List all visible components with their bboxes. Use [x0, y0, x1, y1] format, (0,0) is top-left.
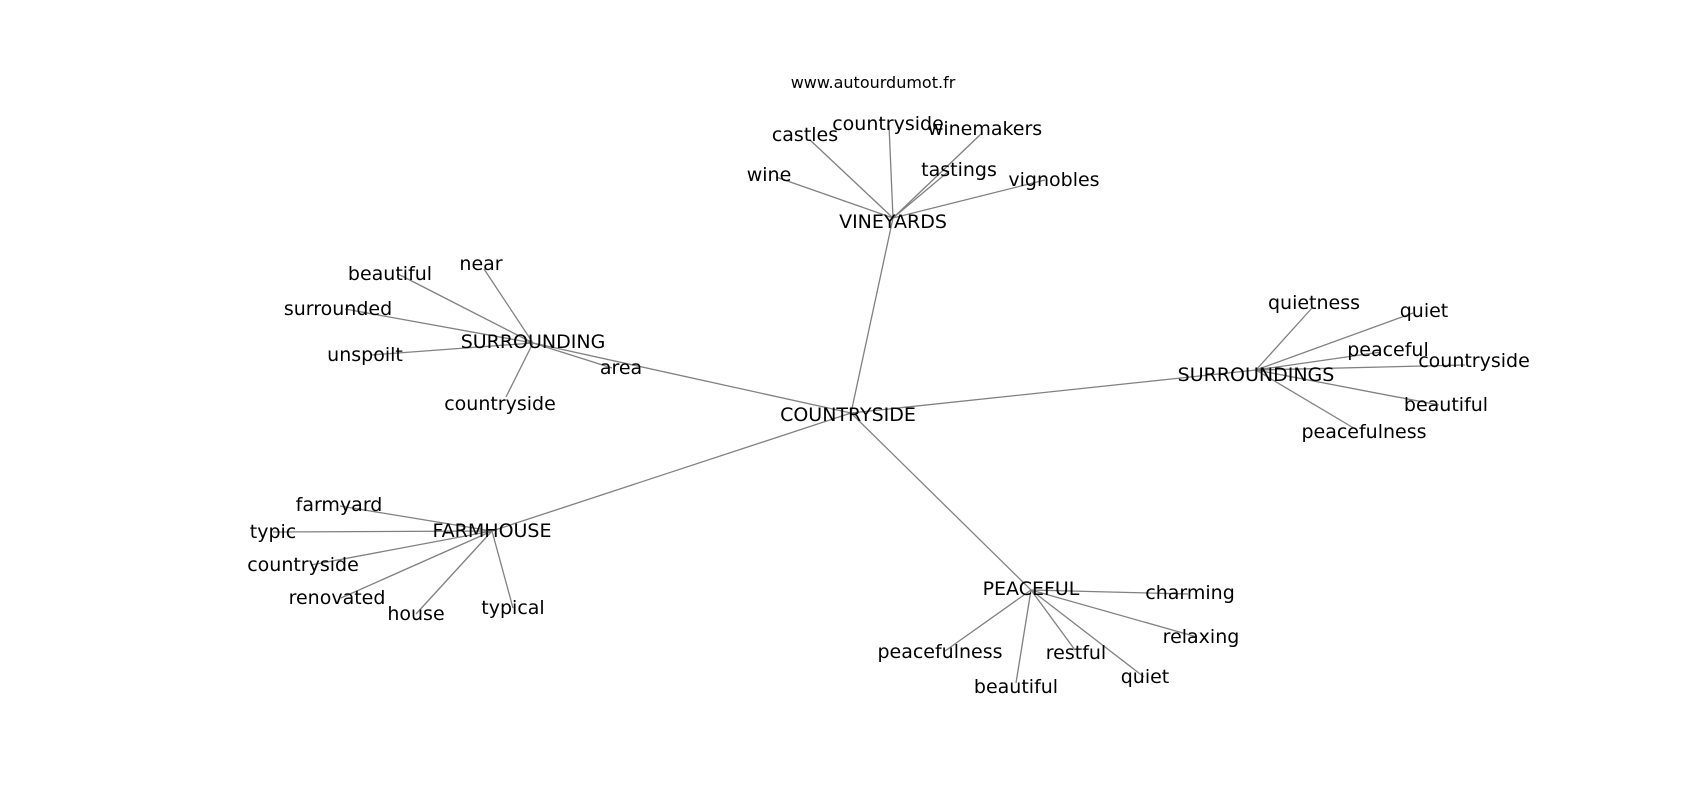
word-node-peaceful-quiet: quiet — [1121, 666, 1170, 688]
edge-countryside-peaceful — [850, 412, 1032, 591]
edge-peaceful-quiet — [1030, 589, 1145, 678]
word-node-farmhouse-countryside: countryside — [247, 554, 359, 576]
hub-node-peaceful: PEACEFUL — [983, 578, 1080, 600]
word-node-peaceful-beautiful: beautiful — [974, 676, 1058, 698]
edge-farmhouse-farmyard — [339, 505, 493, 532]
edge-farmhouse-typic — [272, 530, 493, 533]
edge-peaceful-charming — [1030, 589, 1189, 595]
word-node-farmhouse-typic: typic — [250, 521, 296, 543]
word-node-surroundings-beautiful: beautiful — [1404, 394, 1488, 416]
edge-surrounding-beautiful — [397, 273, 534, 344]
edge-surrounding-area — [532, 342, 613, 369]
word-node-farmhouse-typical: typical — [481, 597, 544, 619]
edge-countryside-surrounding — [532, 342, 852, 414]
edge-surrounding-countryside — [505, 342, 534, 398]
word-node-surrounding-near: near — [459, 253, 502, 275]
word-node-surroundings-peacefulness: peacefulness — [1301, 421, 1426, 443]
word-node-surrounding-beautiful: beautiful — [348, 263, 432, 285]
word-node-surrounding-countryside: countryside — [444, 393, 556, 415]
edge-countryside-vineyards — [850, 217, 894, 414]
edge-surroundings-peacefulness — [1255, 369, 1358, 431]
word-node-vineyards-vignobles: vignobles — [1008, 169, 1099, 191]
word-node-peaceful-restful: restful — [1046, 642, 1106, 664]
edge-vineyards-countryside — [888, 124, 894, 219]
edge-farmhouse-countryside — [310, 530, 493, 566]
word-node-surrounding-unspoilt: unspoilt — [327, 344, 403, 366]
edge-surroundings-quietness — [1255, 307, 1313, 371]
word-node-surrounding-area: area — [600, 357, 642, 379]
word-node-vineyards-winemakers: winemakers — [928, 118, 1042, 140]
word-node-peaceful-peacefulness: peacefulness — [877, 641, 1002, 663]
graph-edges — [272, 124, 1466, 684]
word-node-surroundings-quiet: quiet — [1400, 300, 1449, 322]
word-node-surrounding-surrounded: surrounded — [284, 298, 392, 320]
word-node-vineyards-castles: castles — [772, 124, 838, 146]
edge-peaceful-restful — [1030, 589, 1076, 651]
center-node-label: COUNTRYSIDE — [780, 404, 916, 426]
edge-vineyards-tastings — [892, 170, 950, 219]
hub-node-farmhouse: FARMHOUSE — [433, 520, 552, 542]
word-node-surroundings-countryside: countryside — [1418, 350, 1530, 372]
word-node-vineyards-countryside: countryside — [832, 113, 944, 135]
edge-peaceful-beautiful — [1015, 589, 1032, 684]
edge-countryside-surroundings — [850, 369, 1257, 414]
word-node-farmhouse-house: house — [387, 603, 444, 625]
edge-surrounding-surrounded — [344, 308, 534, 344]
edge-surrounding-near — [483, 268, 534, 344]
watermark-text: www.autourdumot.fr — [791, 73, 956, 92]
edge-surrounding-unspoilt — [370, 342, 534, 356]
edge-peaceful-peacefulness — [944, 589, 1032, 652]
edge-peaceful-relaxing — [1030, 589, 1198, 638]
edge-vineyards-winemakers — [892, 133, 982, 219]
edge-surroundings-quiet — [1255, 312, 1414, 371]
word-node-peaceful-relaxing: relaxing — [1163, 626, 1240, 648]
word-node-peaceful-charming: charming — [1145, 582, 1235, 604]
edge-farmhouse-typical — [491, 530, 514, 609]
edge-farmhouse-renovated — [340, 530, 493, 599]
edge-farmhouse-house — [415, 530, 493, 615]
edge-vineyards-castles — [809, 139, 894, 219]
edge-surroundings-beautiful — [1255, 369, 1440, 406]
edge-countryside-farmhouse — [491, 412, 852, 532]
edge-surroundings-peaceful — [1255, 351, 1382, 371]
hub-node-vineyards: VINEYARDS — [839, 211, 947, 233]
word-node-surroundings-quietness: quietness — [1268, 292, 1360, 314]
word-node-vineyards-wine: wine — [747, 164, 792, 186]
word-node-surroundings-peaceful: peaceful — [1347, 339, 1429, 361]
word-node-farmhouse-renovated: renovated — [289, 587, 386, 609]
graph-labels: COUNTRYSIDEVINEYARDScastlescountrysidewi… — [247, 113, 1530, 698]
edge-vineyards-wine — [775, 176, 894, 219]
hub-node-surroundings: SURROUNDINGS — [1178, 364, 1335, 386]
word-node-vineyards-tastings: tastings — [921, 159, 997, 181]
word-node-farmhouse-farmyard: farmyard — [296, 494, 383, 516]
hub-node-surrounding: SURROUNDING — [461, 331, 606, 353]
edge-surroundings-countryside — [1255, 364, 1466, 371]
edge-vineyards-vignobles — [892, 179, 1046, 219]
